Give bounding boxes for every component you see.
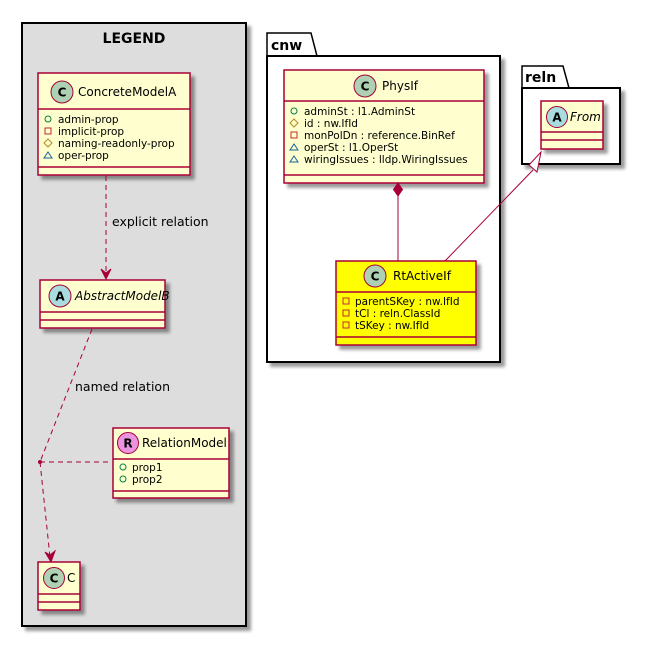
class-physif[interactable]: C PhysIf adminSt : l1.AdminSt id : nw.If…: [283, 69, 485, 184]
legend-title: LEGEND: [103, 31, 166, 47]
attr-text: operSt : l1.OperSt: [304, 142, 398, 154]
attr-row: tCl : reln.ClassId: [342, 308, 440, 320]
attr-text: monPolDn : reference.BinRef: [304, 130, 455, 142]
attr-row: tSKey : nw.IfId: [342, 320, 429, 332]
class-from[interactable]: A From: [540, 100, 604, 150]
inheritance-arrow-icon: [528, 150, 542, 173]
class-name: AbstractModelB: [74, 289, 170, 303]
attr-text: admin-prop: [58, 114, 119, 126]
attr-text: implicit-prop: [58, 126, 124, 138]
composition-diamond-icon: [392, 182, 404, 197]
class-rtactiveif[interactable]: C RtActiveIf parentSKey : nw.IfId tCl : …: [335, 260, 477, 346]
explicit-relation-label: explicit relation: [112, 214, 209, 229]
svg-text:A: A: [55, 290, 65, 304]
composition-link: [392, 182, 404, 261]
class-name: From: [570, 110, 601, 124]
named-relation-link: named relation: [38, 328, 170, 564]
cnw-package-title: cnw: [271, 38, 302, 54]
attr-row: parentSKey : nw.IfId: [342, 296, 460, 308]
attr-row: implicit-prop: [44, 126, 124, 138]
class-name: C: [67, 571, 75, 585]
attr-row: monPolDn : reference.BinRef: [290, 130, 455, 142]
attr-text: prop2: [132, 474, 163, 486]
class-abstract-model-b[interactable]: A AbstractModelB: [39, 279, 170, 329]
svg-text:C: C: [371, 270, 380, 284]
attr-row: wiringIssues : lldp.WiringIssues: [289, 154, 468, 166]
abstract-glyph-icon: A: [48, 284, 72, 308]
class-glyph-icon: C: [363, 264, 387, 288]
class-relation-model[interactable]: R RelationModel prop1 prop2: [112, 427, 230, 499]
class-name: ConcreteModelA: [78, 85, 177, 99]
svg-text:A: A: [552, 111, 562, 125]
attr-text: adminSt : l1.AdminSt: [304, 106, 415, 118]
attr-text: wiringIssues : lldp.WiringIssues: [304, 154, 468, 166]
attr-text: prop1: [132, 462, 163, 474]
explicit-relation-arrow: explicit relation: [100, 176, 209, 281]
svg-text:C: C: [58, 86, 67, 100]
relation-glyph-icon: R: [117, 432, 139, 454]
attr-text: tSKey : nw.IfId: [355, 320, 429, 332]
svg-text:R: R: [123, 437, 132, 451]
attr-text: tCl : reln.ClassId: [355, 308, 440, 320]
attr-text: naming-readonly-prop: [58, 138, 175, 150]
svg-text:C: C: [361, 80, 370, 94]
attr-row: prop1: [119, 462, 163, 474]
attr-row: admin-prop: [44, 114, 119, 126]
class-glyph-icon: C: [353, 74, 377, 98]
class-glyph-icon: C: [43, 567, 65, 589]
attr-row: prop2: [119, 474, 163, 486]
attr-text: id : nw.IfId: [304, 118, 358, 130]
named-relation-label: named relation: [75, 379, 170, 394]
attr-text: parentSKey : nw.IfId: [355, 296, 460, 308]
class-name: RtActiveIf: [393, 269, 452, 283]
attr-row: adminSt : l1.AdminSt: [290, 106, 415, 118]
class-name: RelationModel: [142, 436, 227, 450]
attr-row: id : nw.IfId: [289, 118, 358, 130]
svg-text:C: C: [50, 572, 59, 586]
attr-row: oper-prop: [43, 150, 109, 162]
attr-text: oper-prop: [58, 150, 109, 162]
attr-row: naming-readonly-prop: [43, 138, 175, 150]
attr-row: operSt : l1.OperSt: [289, 142, 398, 154]
abstract-glyph-icon: A: [546, 106, 568, 128]
class-c[interactable]: C C: [37, 561, 81, 611]
class-name: PhysIf: [382, 79, 419, 93]
class-concrete-model-a[interactable]: C ConcreteModelA admin-prop implicit-pro…: [37, 72, 191, 176]
generalization-link: [444, 150, 542, 262]
class-glyph-icon: C: [50, 80, 74, 104]
reln-package-title: reln: [525, 70, 556, 86]
